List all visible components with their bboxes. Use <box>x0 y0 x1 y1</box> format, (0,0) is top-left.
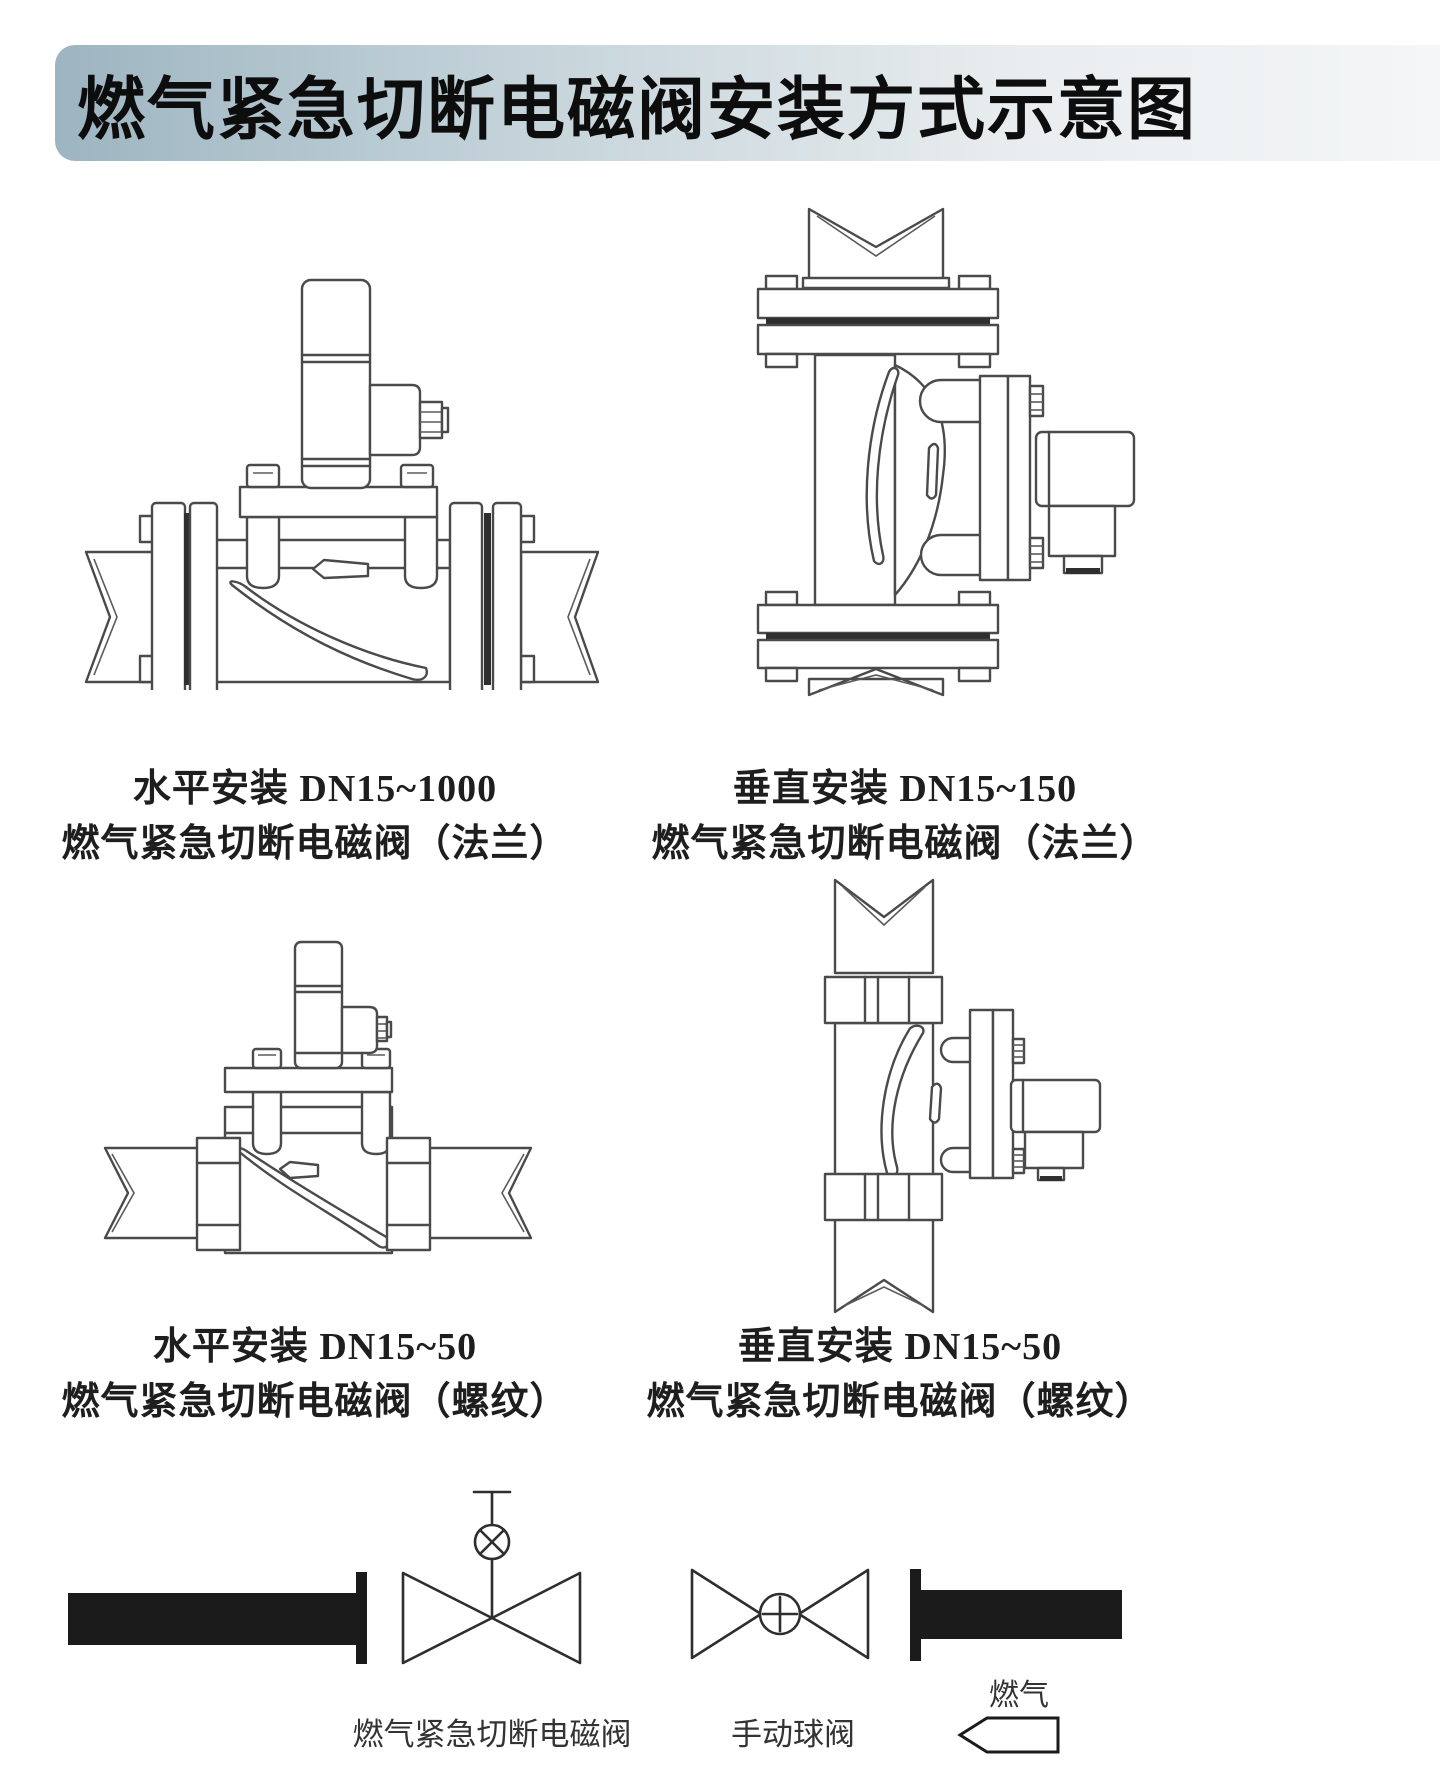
caption-line1: 垂直安装 DN15~50 <box>737 1326 1063 1368</box>
body-slot <box>925 442 940 500</box>
manual-valve-label: 手动球阀 <box>731 1717 855 1752</box>
solenoid-coil <box>293 940 344 1070</box>
top-pipe <box>801 207 951 290</box>
caption-line1: 水平安装 DN15~50 <box>152 1326 478 1368</box>
bottom-pipe <box>807 667 945 697</box>
coil-connector <box>1023 1130 1085 1182</box>
caption-horizontal-threaded: 水平安装 DN15~50 燃气紧急切断电磁阀（螺纹） <box>60 1320 570 1430</box>
coil-bracket <box>918 374 1045 582</box>
solenoid-valve-label: 燃气紧急切断电磁阀 <box>353 1717 632 1752</box>
caption-line2: 燃气紧急切断电磁阀（法兰） <box>61 823 569 865</box>
manual-ball-valve-symbol <box>690 1568 870 1660</box>
valve-body <box>833 1021 943 1182</box>
caption-vertical-threaded: 垂直安装 DN15~50 燃气紧急切断电磁阀（螺纹） <box>645 1320 1155 1430</box>
left-flange-pair <box>138 501 219 690</box>
piping-schematic: 燃气紧急切断电磁阀 手动球阀 燃气 <box>68 1490 1122 1754</box>
coil-connector <box>368 383 450 457</box>
page-title: 燃气紧急切断电磁阀安装方式示意图 <box>77 71 1198 148</box>
left-union-nut <box>195 1136 242 1252</box>
title-banner: 燃气紧急切断电磁阀安装方式示意图 <box>55 45 1440 161</box>
caption-line2: 燃气紧急切断电磁阀（法兰） <box>651 823 1159 865</box>
right-union-nut <box>385 1136 432 1252</box>
caption-horizontal-flange: 水平安装 DN15~1000 燃气紧急切断电磁阀（法兰） <box>60 762 570 872</box>
solenoid-coil <box>300 278 372 490</box>
horizontal-flange-valve-drawing <box>84 278 600 690</box>
solenoid-valve-symbol <box>401 1490 582 1665</box>
caption-line2: 燃气紧急切断电磁阀（螺纹） <box>61 1381 569 1423</box>
valve-body <box>813 353 946 607</box>
horizontal-threaded-valve-drawing <box>103 940 533 1255</box>
solenoid-coil <box>1034 430 1136 508</box>
left-gas-pipe <box>68 1593 356 1645</box>
caption-vertical-flange: 垂直安装 DN15~150 燃气紧急切断电磁阀（法兰） <box>650 762 1160 872</box>
vertical-flange-valve-drawing <box>756 207 1136 697</box>
bonnet <box>223 1047 394 1156</box>
solenoid-coil <box>1009 1078 1102 1134</box>
caption-line2: 燃气紧急切断电磁阀（螺纹） <box>646 1381 1154 1423</box>
body-slot <box>311 558 370 580</box>
caption-line1: 水平安装 DN15~1000 <box>132 768 498 810</box>
gas-flow-arrow-icon <box>957 1716 1060 1754</box>
top-pipe <box>833 878 935 975</box>
coil-connector <box>340 1005 393 1055</box>
right-pipe-flange-bar <box>910 1569 921 1661</box>
left-pipe <box>103 1146 205 1240</box>
bottom-union-nut <box>823 1172 944 1222</box>
vertical-threaded-valve-drawing <box>823 878 1102 1314</box>
right-flange-pair <box>448 501 536 690</box>
body-slot <box>278 1160 320 1180</box>
left-pipe-flange-bar <box>356 1572 367 1664</box>
gas-flow-label: 燃气 <box>989 1679 1049 1712</box>
bottom-pipe <box>833 1214 935 1314</box>
coil-bracket <box>939 1008 1026 1180</box>
bonnet <box>238 463 439 590</box>
caption-line1: 垂直安装 DN15~150 <box>732 768 1078 810</box>
top-union-nut <box>823 975 944 1025</box>
right-gas-pipe <box>921 1590 1122 1639</box>
right-pipe <box>423 1146 533 1240</box>
top-flange-pair <box>756 274 1000 369</box>
coil-connector <box>1047 504 1117 575</box>
bottom-flange-pair <box>756 590 1000 683</box>
body-slot <box>928 1082 943 1124</box>
